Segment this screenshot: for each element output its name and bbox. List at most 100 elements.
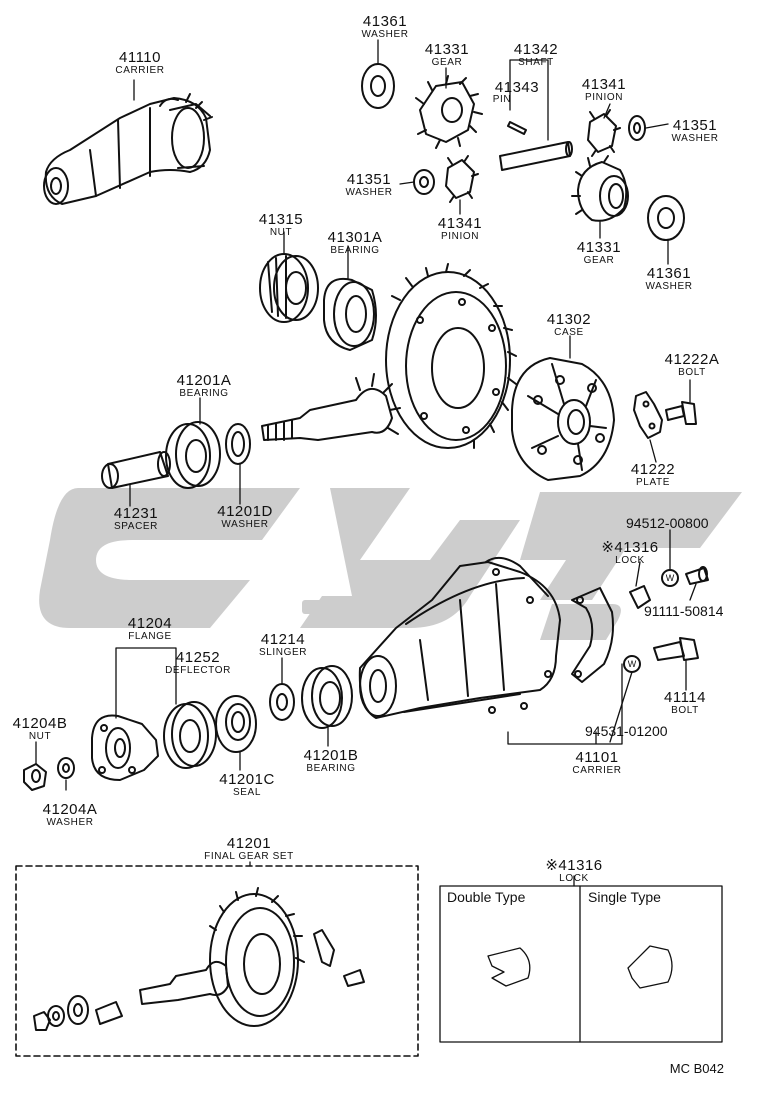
- washer-41204A-drawing: [57, 757, 75, 779]
- bearing-41301A-drawing: [323, 278, 377, 351]
- part-name: WASHER: [221, 519, 269, 530]
- part-name: BOLT: [678, 367, 706, 378]
- label-91111-50814: 91111-50814: [644, 603, 724, 619]
- part-number: 41204A: [42, 801, 98, 818]
- part-number: 41231: [113, 505, 159, 522]
- gear-41331-top-drawing: [415, 75, 483, 149]
- part-name: WASHER: [645, 281, 693, 292]
- carrier-41101-drawing: [358, 556, 614, 719]
- label-41204B: 41204B NUT: [13, 716, 68, 742]
- watermark: [39, 488, 742, 640]
- label-41343: 41343: [495, 80, 539, 95]
- part-number: 41342: [513, 41, 559, 58]
- part-number: 41201A: [176, 372, 232, 389]
- part-number: 41351: [346, 171, 392, 188]
- part-number: 41331: [576, 239, 622, 256]
- part-name: FINAL GEAR SET: [204, 851, 294, 862]
- label-41114: 41114 BOLT: [664, 690, 706, 716]
- bearing-41201B-drawing: [301, 665, 353, 729]
- part-number: 41341: [437, 215, 483, 232]
- part-number: 41222: [630, 461, 676, 478]
- label-41222: 41222 PLATE: [631, 462, 675, 488]
- label-41204: 41204 FLANGE: [128, 616, 172, 642]
- washer-41361-right-drawing: [647, 195, 685, 241]
- label-41231: 41231 SPACER: [114, 506, 158, 532]
- svg-text:W: W: [628, 659, 637, 669]
- diagram-code: MC B042: [669, 1061, 724, 1076]
- part-number: 41201: [226, 835, 272, 852]
- label-94512-00800: 94512-00800: [626, 515, 709, 531]
- pinion-41341-lower-drawing: [445, 155, 479, 203]
- washer-w-marks: [623, 569, 679, 673]
- svg-text:W: W: [666, 573, 675, 583]
- nut-41204B-drawing: [23, 763, 47, 791]
- part-name: WASHER: [361, 29, 409, 40]
- part-number: 41361: [646, 265, 692, 282]
- gear-41331-right-drawing: [571, 155, 629, 222]
- label-41201B: 41201B BEARING: [304, 748, 359, 774]
- lock-type-table: [439, 885, 723, 1043]
- label-41214: 41214 SLINGER: [259, 632, 307, 658]
- lock-single-type-label: Single Type: [588, 889, 661, 905]
- ring-gear-drawing: [385, 263, 517, 449]
- part-name: GEAR: [583, 255, 615, 266]
- washer-41201D-drawing: [225, 423, 251, 465]
- part-number: 41101: [575, 749, 619, 766]
- label-41342: 41342 SHAFT: [514, 42, 558, 68]
- plate-41222-drawing: [633, 391, 663, 439]
- part-name: BEARING: [330, 245, 380, 256]
- part-name: PINION: [584, 92, 624, 103]
- part-number: 41204B: [12, 715, 68, 732]
- label-41361-right: 41361 WASHER: [645, 266, 692, 292]
- part-number: 41222A: [664, 351, 720, 368]
- part-number: 41204: [127, 615, 173, 632]
- washer-41351-right-drawing: [628, 115, 646, 141]
- part-name: BEARING: [306, 763, 356, 774]
- part-name: CARRIER: [115, 65, 165, 76]
- part-name: SEAL: [233, 787, 261, 798]
- part-number: 41343: [494, 79, 540, 96]
- part-name: SPACER: [114, 521, 158, 532]
- label-41101: 41101 CARRIER: [572, 750, 621, 776]
- part-name: FLANGE: [128, 631, 172, 642]
- label-41331-right: 41331 GEAR: [577, 240, 621, 266]
- part-number: 41252: [175, 649, 221, 666]
- part-name: CARRIER: [572, 765, 622, 776]
- washer-41361-top-drawing: [361, 63, 395, 109]
- seal-41201C-drawing: [215, 695, 257, 753]
- label-41351-left: 41351 WASHER: [345, 172, 392, 198]
- part-name: NUT: [28, 731, 52, 742]
- pin-41343-drawing: [507, 121, 527, 135]
- part-number: 41214: [260, 631, 306, 648]
- final-gear-set-box: [15, 865, 419, 1057]
- part-name: PIN: [492, 94, 512, 105]
- part-number: 41201B: [303, 747, 359, 764]
- part-number: 41201C: [219, 771, 275, 788]
- label-41302: 41302 CASE: [547, 312, 591, 338]
- part-name: DEFLECTOR: [165, 665, 231, 676]
- bolt-41114-drawing: [653, 637, 699, 661]
- label-94531-01200: 94531-01200: [585, 723, 668, 739]
- part-name: PINION: [440, 231, 480, 242]
- part-number: 41201D: [217, 503, 273, 520]
- label-41201A: 41201A BEARING: [177, 373, 232, 399]
- bolt-91111-drawing: [685, 566, 709, 585]
- bolt-41222A-drawing: [665, 401, 697, 425]
- label-41201-final-gear-set: 41201 FINAL GEAR SET: [204, 836, 294, 862]
- drive-pinion-drawing: [261, 373, 401, 441]
- part-name: PLATE: [636, 477, 670, 488]
- case-41302-drawing: [511, 357, 615, 481]
- pinion-41341-right-drawing: [587, 109, 621, 157]
- label-41201C: 41201C SEAL: [219, 772, 275, 798]
- part-number: 41351: [672, 117, 718, 134]
- part-name: SHAFT: [518, 57, 554, 68]
- part-name: LOCK: [559, 873, 589, 884]
- label-41343-name: PIN: [493, 94, 511, 105]
- shaft-41342-drawing: [499, 141, 573, 171]
- part-number: 41110: [119, 49, 161, 66]
- part-name: SLINGER: [258, 647, 308, 658]
- lock-41316-drawing: [629, 585, 651, 609]
- part-number: 41301A: [327, 229, 383, 246]
